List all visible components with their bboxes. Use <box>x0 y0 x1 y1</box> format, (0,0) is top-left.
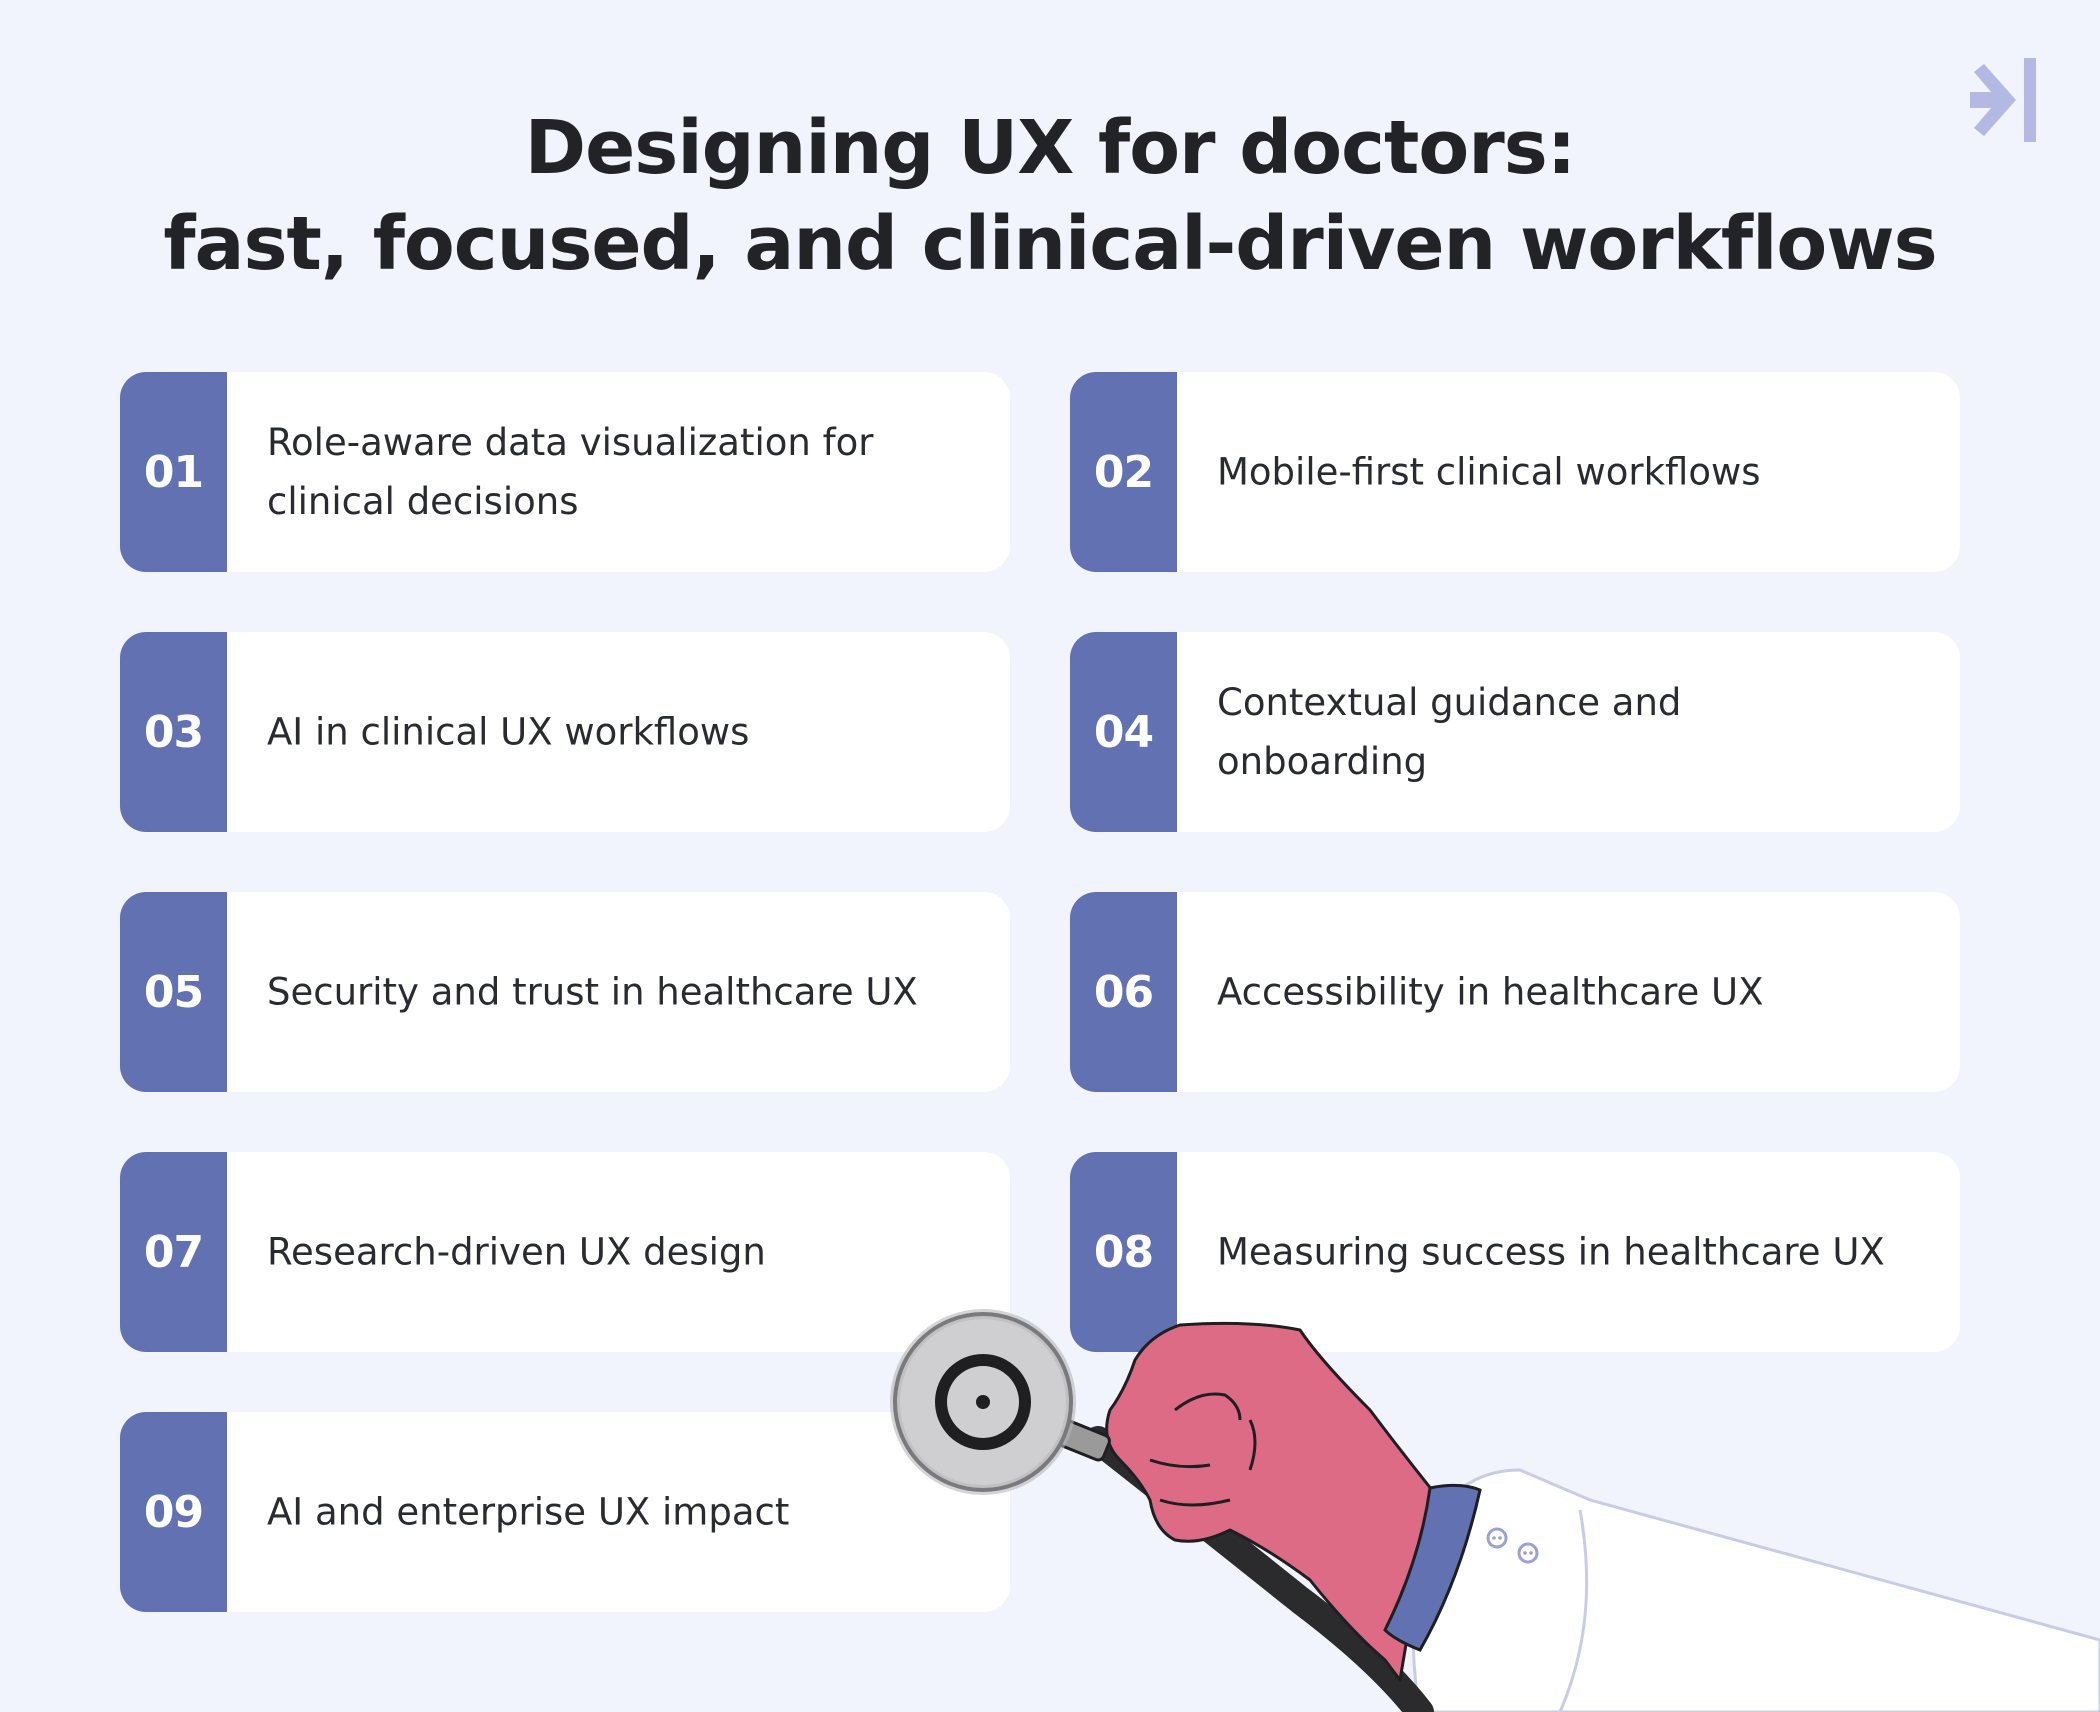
title-line-1: Designing UX for doctors: <box>524 105 1577 191</box>
title-line-2: fast, focused, and clinical-driven workf… <box>163 201 1937 287</box>
sleeve-cuff <box>1383 1483 1482 1652</box>
item-number: 05 <box>120 892 227 1092</box>
list-item-01: 01 Role-aware data visualization for cli… <box>120 372 1010 572</box>
item-number: 03 <box>120 632 227 832</box>
arrow-to-bar-icon <box>1970 58 2036 142</box>
item-number: 01 <box>120 372 227 572</box>
lab-coat-sleeve-icon <box>1411 1468 2100 1712</box>
item-label: Research-driven UX design <box>267 1230 766 1274</box>
list-item-08: 08 Measuring success in healthcare UX <box>1070 1152 1960 1352</box>
list-item-04: 04 Contextual guidance and onboarding <box>1070 632 1960 832</box>
list-item-06: 06 Accessibility in healthcare UX <box>1070 892 1960 1092</box>
item-number: 04 <box>1070 632 1177 832</box>
item-number: 09 <box>120 1412 227 1612</box>
item-label: Role-aware data visualization for clinic… <box>267 421 874 523</box>
item-number: 02 <box>1070 372 1177 572</box>
item-label: Mobile-first clinical workflows <box>1217 450 1761 494</box>
item-label: Accessibility in healthcare UX <box>1217 970 1764 1014</box>
item-label: AI in clinical UX workflows <box>267 710 750 754</box>
item-label: Measuring success in healthcare UX <box>1217 1230 1885 1274</box>
list-item-05: 05 Security and trust in healthcare UX <box>120 892 1010 1092</box>
item-number: 07 <box>120 1152 227 1352</box>
stethoscope-tube <box>1084 1426 1434 1712</box>
gloved-hand-icon <box>1105 1321 1434 1682</box>
list-item-07: 07 Research-driven UX design <box>120 1152 1010 1352</box>
page-title: Designing UX for doctors: fast, focused,… <box>0 100 2100 292</box>
item-label: AI and enterprise UX impact <box>267 1490 790 1534</box>
list-item-02: 02 Mobile-first clinical workflows <box>1070 372 1960 572</box>
item-label: Security and trust in healthcare UX <box>267 970 918 1014</box>
item-number: 08 <box>1070 1152 1177 1352</box>
stethoscope-stem <box>1018 1404 1111 1462</box>
list-item-09: 09 AI and enterprise UX impact <box>120 1412 1010 1612</box>
list-item-03: 03 AI in clinical UX workflows <box>120 632 1010 832</box>
item-label: Contextual guidance and onboarding <box>1217 681 1682 783</box>
item-number: 06 <box>1070 892 1177 1092</box>
